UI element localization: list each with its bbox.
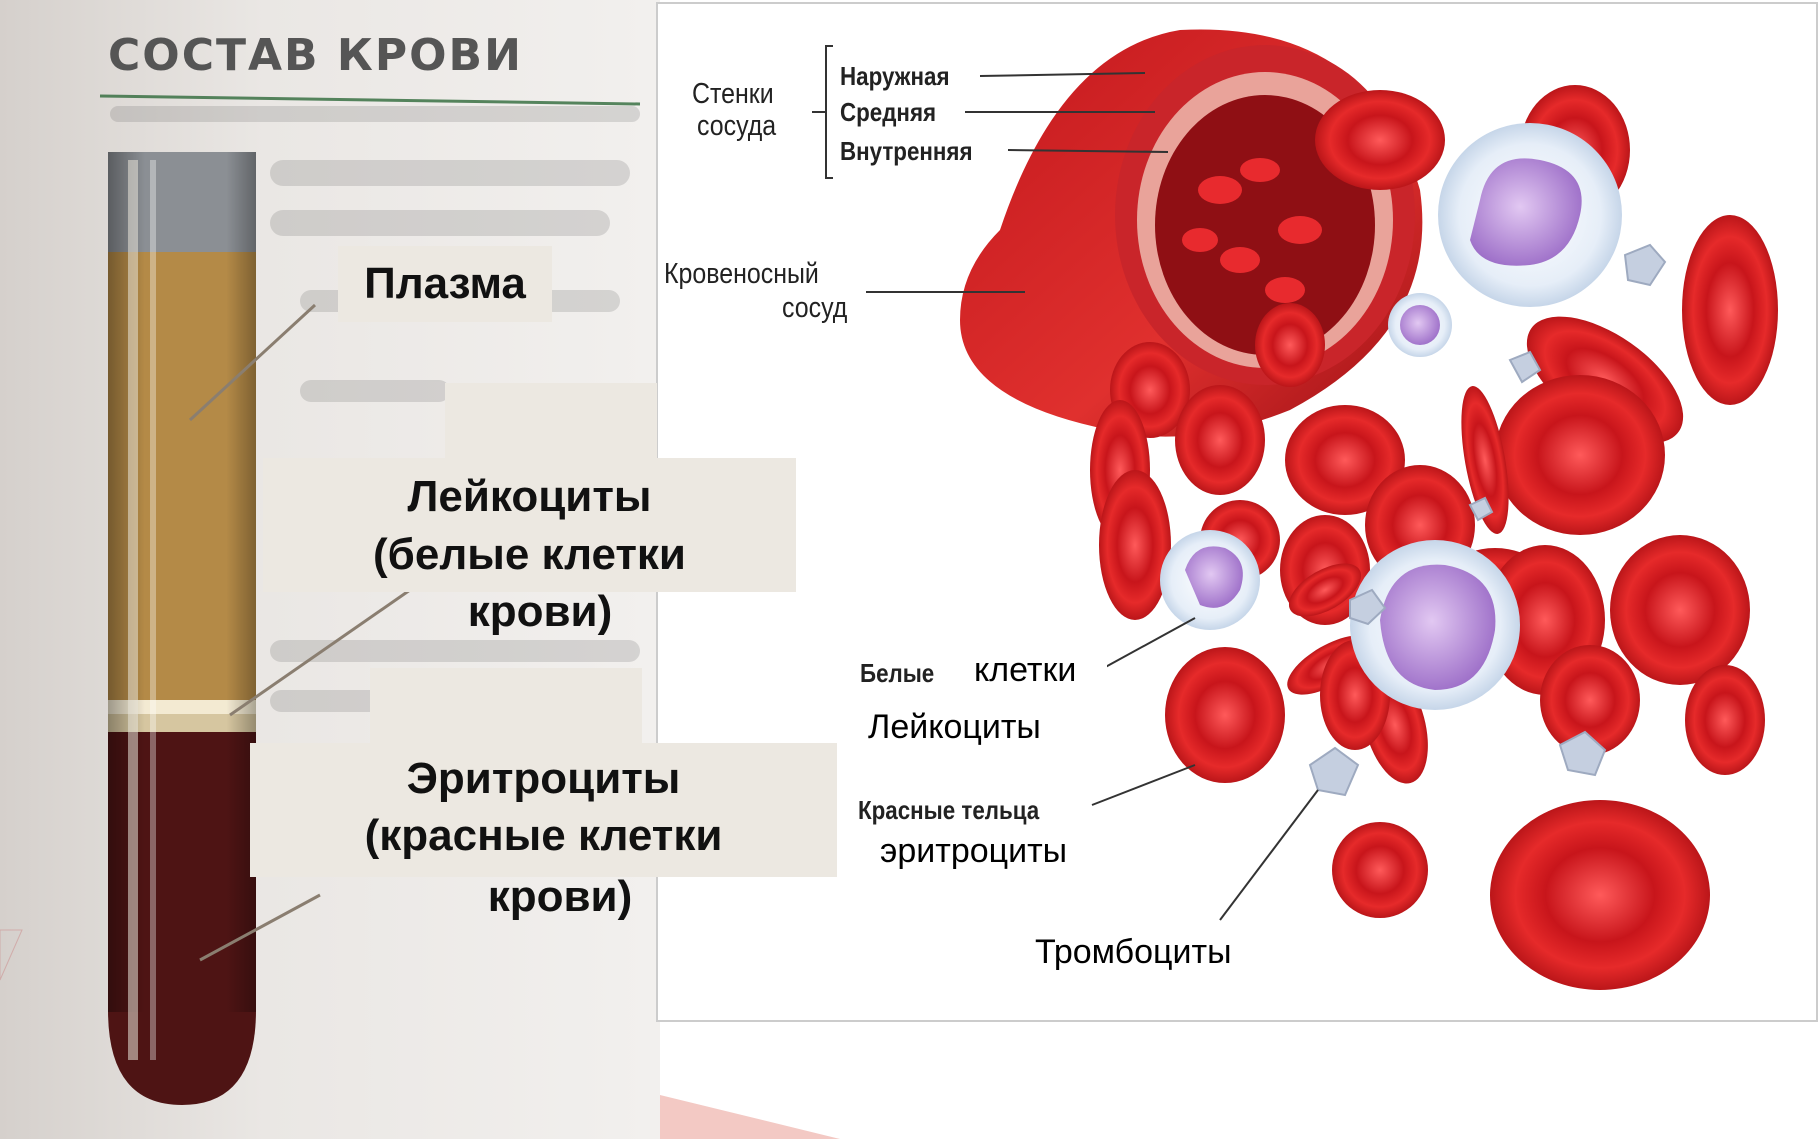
middle-layer-label: Средняя [840,96,936,129]
rbc [1315,90,1445,190]
red-cells-title: Красные тельца [858,795,1039,826]
red-cells-subtitle: эритроциты [880,832,1067,871]
leukocyte [1350,540,1520,710]
leukocytes-label-line1: Лейкоциты [263,468,796,525]
leukocyte [1160,530,1260,630]
rbc [1682,215,1778,405]
inner-layer-label: Внутренняя [840,135,973,168]
rbc [1332,822,1428,918]
white-cells-word1: Белые [860,658,934,689]
plasma-label: Плазма [338,255,552,312]
platelets-label: Тромбоциты [1035,933,1232,972]
rbc [1495,375,1665,535]
rbc [1165,647,1285,783]
erythrocytes-label-line1: Эритроциты [250,750,837,807]
rbc [1685,665,1765,775]
erythrocytes-label-line3: крови) [440,868,680,925]
white-cells-word2: клетки [974,651,1076,690]
decor-triangle [660,1095,840,1139]
leukocyte [1388,293,1452,357]
vessel-walls-label-line1: Стенки [692,78,774,111]
rbc [1490,800,1710,990]
leukocyte [1438,123,1622,307]
rbc [1099,470,1171,620]
rbc [1255,303,1325,387]
white-cells-subtitle: Лейкоциты [868,708,1041,747]
blood-vessel-label-line2: сосуд [782,292,847,325]
leukocytes-label-line3: крови) [420,583,660,640]
rbc [1610,535,1750,685]
erythrocytes-label-box-top [370,668,642,748]
blood-vessel-label-line1: Кровеносный [664,258,819,291]
outer-layer-label: Наружная [840,60,950,93]
leukocytes-label-line2: (белые клетки [263,526,796,583]
rbc [1175,385,1265,495]
left-heading: СОСТАВ КРОВИ [108,30,523,81]
vessel-walls-label-line2: сосуда [697,110,776,143]
leukocytes-label-box-top [445,383,657,463]
erythrocytes-label-line2: (красные клетки [250,807,837,864]
